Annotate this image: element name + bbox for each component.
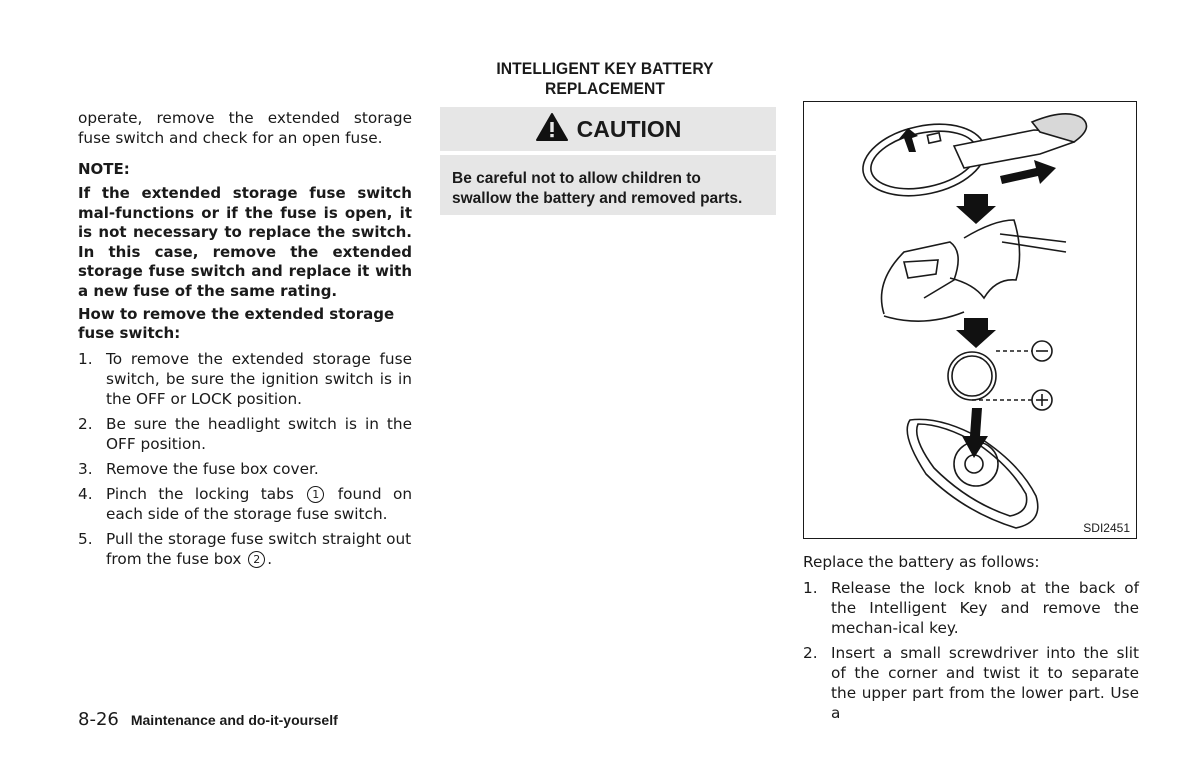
down-arrow-icon xyxy=(956,194,996,224)
plus-terminal-icon xyxy=(1031,389,1053,411)
separated-key-drawing xyxy=(880,219,1067,322)
down-arrow-icon xyxy=(956,318,996,348)
chapter-title: Maintenance and do-it-yourself xyxy=(130,712,338,728)
callout-marker: 2 xyxy=(248,550,266,568)
page-footer: 8-26 Maintenance and do-it-yourself xyxy=(78,709,338,730)
caution-box: CAUTION Be careful not to allow children… xyxy=(440,107,776,215)
step-text: Be sure the headlight switch is in the O… xyxy=(106,414,412,453)
replace-intro: Replace the battery as follows: xyxy=(803,553,1040,571)
step-text-before: Pull the storage fuse switch straight ou… xyxy=(106,529,412,568)
step-number: 2. xyxy=(78,414,93,433)
warning-triangle-icon xyxy=(535,112,569,146)
up-arrow-icon xyxy=(898,128,918,152)
section-title: INTELLIGENT KEY BATTERY REPLACEMENT xyxy=(496,59,714,98)
step-text: To remove the extended storage fuse swit… xyxy=(106,349,412,408)
step-text-before: Pinch the locking tabs xyxy=(106,484,294,503)
slide-arrow-icon xyxy=(1000,160,1056,184)
minus-terminal-icon xyxy=(1031,340,1053,362)
step-number: 1. xyxy=(78,349,93,368)
step-number: 1. xyxy=(803,579,818,597)
step-text: Pull the storage fuse switch straight ou… xyxy=(106,529,412,569)
list-item: 1. Release the lock knob at the back of … xyxy=(803,578,1139,638)
figure-code: SDI2451 xyxy=(1083,521,1130,535)
caution-heading: CAUTION xyxy=(576,115,682,142)
coin-battery-drawing xyxy=(947,351,997,401)
list-item: 3. Remove the fuse box cover. xyxy=(78,459,412,479)
callout-marker: 1 xyxy=(307,485,325,503)
step-number: 5. xyxy=(78,529,93,548)
howto-heading: How to remove the extended storage fuse … xyxy=(78,304,395,343)
battery-replacement-figure: SDI2451 xyxy=(803,101,1137,539)
step-text: Insert a small screwdriver into the slit… xyxy=(831,644,1139,722)
fuse-steps-list: 1. To remove the extended storage fuse s… xyxy=(78,349,412,569)
caution-text: Be careful not to allow children to swal… xyxy=(440,155,776,215)
list-item: 4. Pinch the locking tabs 1 found on eac… xyxy=(78,484,412,524)
list-item: 1. To remove the extended storage fuse s… xyxy=(78,349,412,409)
step-text: Pinch the locking tabs 1 found on each s… xyxy=(106,484,412,524)
list-item: 2. Insert a small screwdriver into the s… xyxy=(803,643,1139,723)
insert-arrow-icon xyxy=(962,408,988,458)
intro-paragraph: operate, remove the extended storage fus… xyxy=(78,109,412,147)
list-item: 2. Be sure the headlight switch is in th… xyxy=(78,414,412,454)
step-number: 4. xyxy=(78,484,93,503)
step-text-after: . xyxy=(267,549,273,568)
battery-steps-list: 1. Release the lock knob at the back of … xyxy=(803,578,1139,723)
right-column: Replace the battery as follows: 1. Relea… xyxy=(803,552,1139,728)
step-text: Release the lock knob at the back of the… xyxy=(831,579,1139,637)
step-number: 2. xyxy=(803,644,818,662)
caution-header: CAUTION xyxy=(440,107,776,151)
left-column: operate, remove the extended storage fus… xyxy=(78,108,412,574)
step-text-after: found on each side of the storage fuse s… xyxy=(106,484,413,523)
key-disassembly-illustration xyxy=(862,113,1088,529)
key-fob-drawing xyxy=(862,113,1088,197)
note-text: If the extended storage fuse switch mal-… xyxy=(78,184,412,300)
step-text: Remove the fuse box cover. xyxy=(106,459,319,478)
step-number: 3. xyxy=(78,459,93,478)
page-number: 8-26 xyxy=(78,709,119,730)
note-label: NOTE: xyxy=(78,160,130,178)
list-item: 5. Pull the storage fuse switch straight… xyxy=(78,529,412,569)
